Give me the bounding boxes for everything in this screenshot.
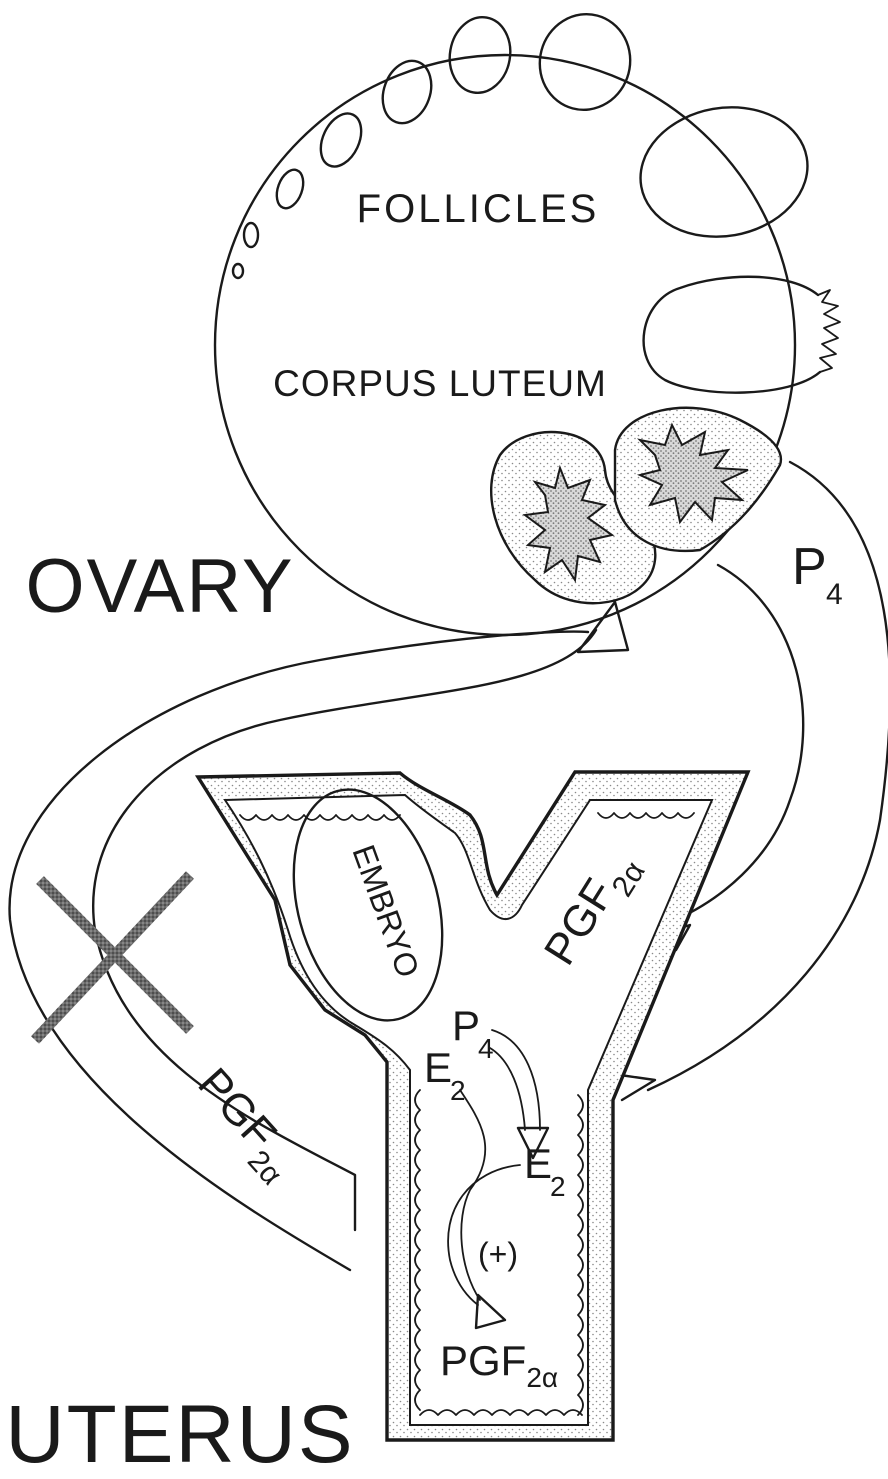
follicle: [313, 107, 369, 173]
follicles-label: FOLLICLES: [357, 187, 600, 231]
plus-marker-paren: (+): [478, 1236, 518, 1272]
uterus-label: UTERUS: [5, 1389, 354, 1474]
ruptured-follicle-edge: [818, 290, 840, 372]
ovary: FOLLICLES CORPUS LUTEUM OVARY: [25, 4, 840, 635]
pgf-blocked-label: PGF2α: [180, 1059, 308, 1192]
e2-embryo-subscript: 2: [450, 1075, 466, 1106]
corpora-lutea: [491, 408, 781, 603]
e2-lumen-subscript: 2: [550, 1171, 566, 1202]
follicle: [529, 4, 641, 120]
corpus-luteum-label: CORPUS LUTEUM: [273, 363, 607, 404]
e2-lumen-label: E: [524, 1140, 552, 1187]
follicle: [630, 94, 818, 249]
uterus: EMBRYO PGF2α P 4 E 2 E 2 (+) PGF2α: [198, 772, 748, 1440]
ovary-outline: [215, 55, 795, 635]
e2-embryo-label: E: [424, 1044, 452, 1091]
follicle: [233, 264, 243, 278]
blocked-x-icon: [35, 875, 190, 1040]
p4-embryo-label: P: [452, 1002, 480, 1049]
ovary-label: OVARY: [25, 544, 294, 629]
follicle: [244, 223, 258, 247]
p4-arrowhead: [620, 1075, 655, 1100]
follicle: [272, 166, 308, 212]
p4-ovary-subscript: 4: [826, 578, 843, 611]
p4-ovary-label: P: [792, 538, 827, 596]
